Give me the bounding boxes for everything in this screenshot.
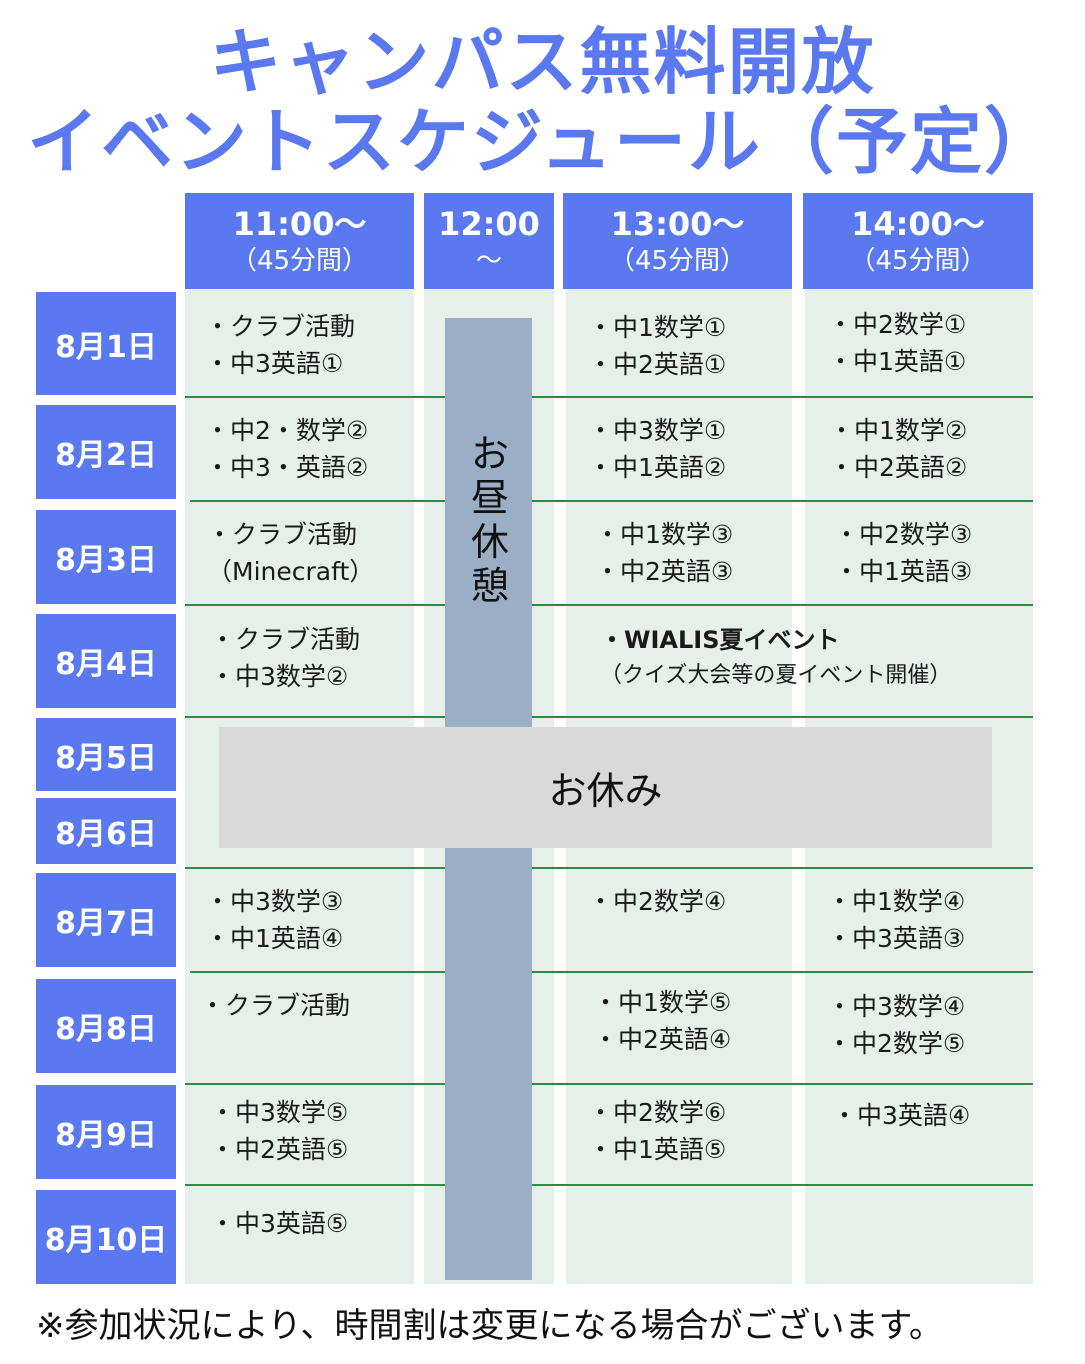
cell-line: ・中1英語③ bbox=[834, 557, 973, 586]
cell-d3-1300: ・中1数学③ ・中2英語③ bbox=[595, 516, 733, 590]
cell-line: ・中2・数学② bbox=[205, 416, 369, 445]
cell-line: ・クラブ活動 bbox=[210, 625, 361, 654]
row-divider bbox=[185, 867, 1033, 869]
cell-d4-1100: ・クラブ活動 ・中3数学② bbox=[210, 621, 360, 695]
cell-line: ・中2英語⑤ bbox=[210, 1135, 349, 1164]
cell-line: ・中2数学③ bbox=[834, 520, 973, 549]
cell-line: ・中1数学⑤ bbox=[593, 988, 732, 1017]
header-time: 11:00～ bbox=[232, 205, 367, 243]
cell-d10-1100: ・中3英語⑤ bbox=[210, 1205, 348, 1242]
cell-d7-1100: ・中3数学③ ・中1英語④ bbox=[205, 883, 343, 957]
cell-d8-1400: ・中3数学④ ・中2数学⑤ bbox=[827, 988, 965, 1062]
header-1300: 13:00～ （45分間） bbox=[563, 193, 792, 289]
cell-line: ・中1英語④ bbox=[205, 924, 344, 953]
cell-line: ・中1数学④ bbox=[827, 887, 966, 916]
cell-d9-1300: ・中2数学⑥ ・中1英語⑤ bbox=[588, 1094, 726, 1168]
lunch-char: 休 bbox=[470, 520, 509, 564]
cell-line: ・中1英語⑤ bbox=[588, 1135, 727, 1164]
cell-line: （Minecraft） bbox=[207, 557, 375, 586]
header-1400: 14:00～ （45分間） bbox=[803, 193, 1033, 289]
cell-d7-1300: ・中2数学④ bbox=[588, 883, 726, 920]
row-divider bbox=[185, 716, 1033, 718]
cell-line: ・中3数学④ bbox=[827, 992, 966, 1021]
summer-event-description: （クイズ大会等の夏イベント開催） bbox=[600, 663, 952, 688]
cell-line: ・中2英語③ bbox=[595, 557, 734, 586]
cell-line: ・中2数学⑤ bbox=[827, 1029, 966, 1058]
cell-d1-1300: ・中1数学① ・中2英語① bbox=[588, 309, 726, 383]
cell-d9-1400: ・中3英語④ bbox=[832, 1097, 970, 1134]
day-label-4: 8月4日 bbox=[36, 614, 176, 708]
cell-line: ・クラブ活動 bbox=[200, 991, 351, 1020]
lunch-char: 憩 bbox=[470, 564, 509, 608]
cell-line: ・中1英語① bbox=[828, 347, 967, 376]
day-label-2: 8月2日 bbox=[36, 405, 176, 499]
lunch-char: 昼 bbox=[470, 476, 509, 520]
row-divider bbox=[185, 604, 1033, 606]
cell-line: ・中3数学③ bbox=[205, 887, 344, 916]
cell-line: ・中2英語② bbox=[829, 453, 968, 482]
cell-d1-1100: ・クラブ活動 ・中3英語① bbox=[205, 308, 355, 382]
footer-note: ※参加状況により、時間割は変更になる場合がございます。 bbox=[36, 1306, 944, 1346]
header-duration: （45分間） bbox=[849, 246, 987, 276]
cell-line: ・中1数学② bbox=[829, 416, 968, 445]
header-time: 13:00～ bbox=[610, 205, 745, 243]
cell-line: ・中3・英語② bbox=[205, 453, 369, 482]
cell-d1-1400: ・中2数学① ・中1英語① bbox=[828, 306, 966, 380]
row-divider bbox=[185, 1083, 1033, 1085]
cell-line: ・中3英語④ bbox=[832, 1101, 971, 1130]
cell-line: ・中2数学⑥ bbox=[588, 1098, 727, 1127]
day-label-9: 8月9日 bbox=[36, 1085, 176, 1179]
day-label-6: 8月6日 bbox=[36, 798, 176, 864]
cell-d3-1100: ・クラブ活動 （Minecraft） bbox=[207, 516, 374, 590]
header-duration: （45分間） bbox=[608, 246, 747, 276]
cell-line: ・中3数学② bbox=[210, 662, 349, 691]
cell-line: ・中2数学④ bbox=[588, 887, 727, 916]
cell-line: ・中3数学① bbox=[588, 416, 727, 445]
cell-d2-1100: ・中2・数学② ・中3・英語② bbox=[205, 412, 368, 486]
rest-days-box: お休み bbox=[219, 727, 992, 848]
cell-line: ・クラブ活動 bbox=[205, 312, 356, 341]
summer-event-title: ・WIALIS夏イベント bbox=[600, 626, 840, 654]
header-1200: 12:00 ～ bbox=[424, 193, 554, 289]
cell-d7-1400: ・中1数学④ ・中3英語③ bbox=[827, 883, 965, 957]
cell-d3-1400: ・中2数学③ ・中1英語③ bbox=[834, 516, 972, 590]
cell-line: ・中3英語⑤ bbox=[210, 1209, 349, 1238]
day-label-7: 8月7日 bbox=[36, 873, 176, 967]
day-label-8: 8月8日 bbox=[36, 979, 176, 1073]
cell-d2-1300: ・中3数学① ・中1英語② bbox=[588, 412, 726, 486]
day-label-3: 8月3日 bbox=[36, 510, 176, 604]
cell-line: ・中1数学① bbox=[588, 313, 727, 342]
row-divider bbox=[185, 396, 1033, 398]
row-divider bbox=[190, 500, 1033, 502]
row-divider bbox=[190, 971, 1033, 973]
cell-line: ・中3数学⑤ bbox=[210, 1098, 349, 1127]
lunch-break-label: お 昼 休 憩 bbox=[467, 432, 513, 608]
day-label-10: 8月10日 bbox=[36, 1190, 176, 1284]
cell-line: ・中1数学③ bbox=[595, 520, 734, 549]
day-label-5: 8月5日 bbox=[36, 718, 176, 791]
cell-line: ・中2数学① bbox=[828, 310, 967, 339]
header-duration: （45分間） bbox=[230, 246, 369, 276]
cell-line: ・中3英語① bbox=[205, 349, 344, 378]
cell-line: ・クラブ活動 bbox=[207, 520, 358, 549]
page-title-line1: キャンパス無料開放 bbox=[209, 20, 876, 104]
cell-line: ・中1英語② bbox=[588, 453, 727, 482]
cell-d9-1100: ・中3数学⑤ ・中2英語⑤ bbox=[210, 1094, 348, 1168]
cell-d2-1400: ・中1数学② ・中2英語② bbox=[829, 412, 967, 486]
cell-line: ・中2英語④ bbox=[593, 1025, 732, 1054]
page-title-line2: イベントスケジュール（予定） bbox=[27, 100, 1058, 184]
cell-d4-event: ・WIALIS夏イベント （クイズ大会等の夏イベント開催） bbox=[600, 622, 951, 694]
cell-d8-1300: ・中1数学⑤ ・中2英語④ bbox=[593, 984, 731, 1058]
lunch-char: お bbox=[470, 432, 509, 476]
header-time: 14:00～ bbox=[851, 205, 985, 243]
cell-d8-1100: ・クラブ活動 bbox=[200, 987, 350, 1024]
day-label-1: 8月1日 bbox=[36, 292, 176, 395]
cell-line: ・中3英語③ bbox=[827, 924, 966, 953]
cell-line: ・中2英語① bbox=[588, 350, 727, 379]
header-time: 12:00 bbox=[438, 205, 540, 243]
header-duration: ～ bbox=[475, 246, 502, 276]
header-1100: 11:00～ （45分間） bbox=[185, 193, 414, 289]
row-divider bbox=[185, 1184, 1033, 1186]
